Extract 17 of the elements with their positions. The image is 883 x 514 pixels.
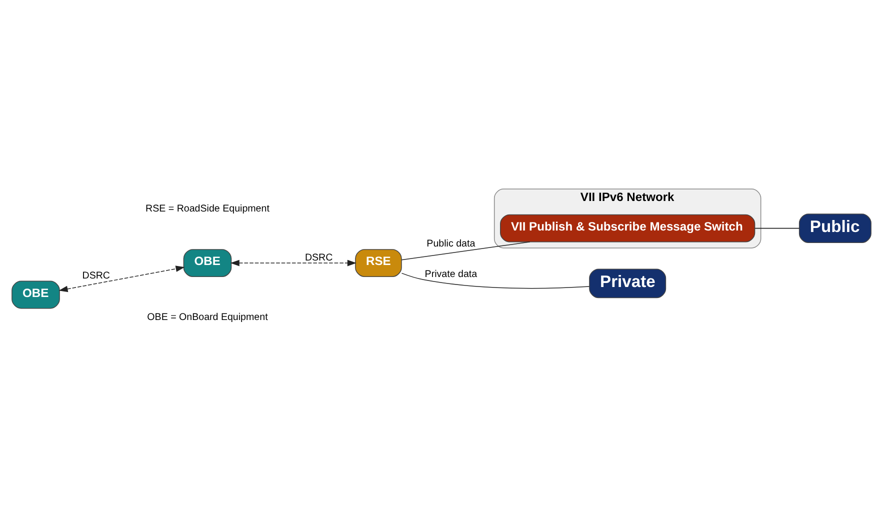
connector [401,272,590,289]
connector [754,228,800,229]
node-box: RSE [355,249,402,277]
arrow [58,266,185,292]
label: OBE = OnBoard Equipment [147,312,268,323]
edge-label: Private data [424,268,478,280]
edge-label: DSRC [82,270,110,282]
node-box: OBE [12,280,60,309]
connector [401,242,530,260]
node-box: Public [798,214,872,244]
node-box: VII Publish & Subscribe Message Switch [500,214,756,242]
node-box: Private [589,268,666,298]
node-box: OBE [183,249,232,277]
edge-label: DSRC [304,252,333,264]
arrow [230,260,356,266]
edge-label: Public data [426,238,476,250]
label: RSE = RoadSide Equipment [146,203,270,214]
